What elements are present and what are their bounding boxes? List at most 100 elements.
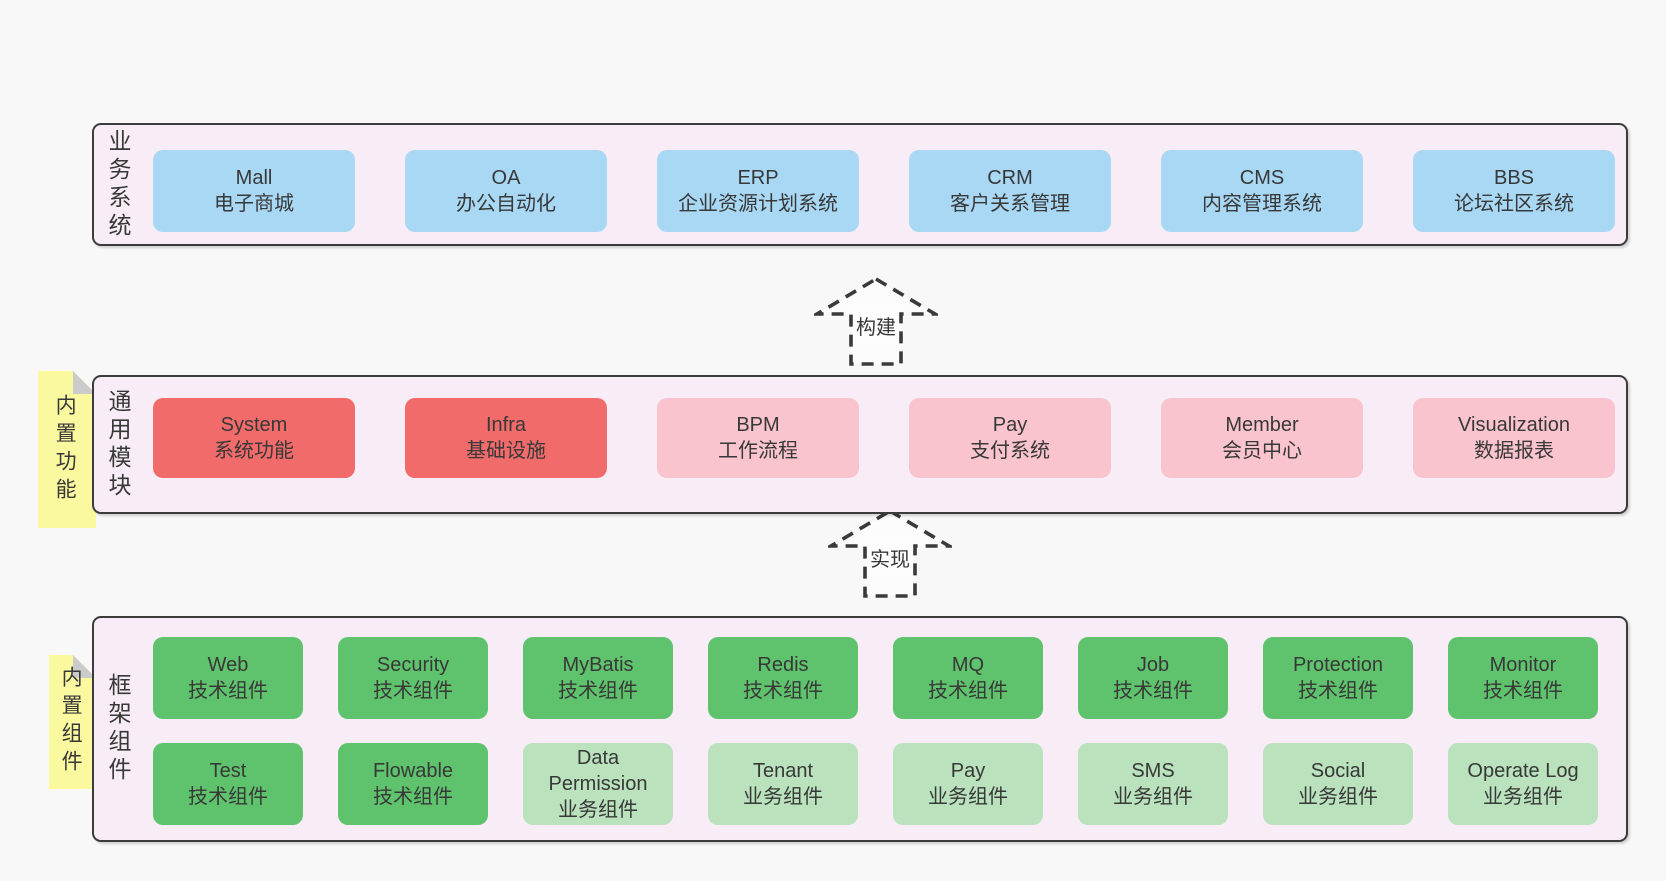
box-operate-log: Operate Log 业务组件 bbox=[1448, 743, 1598, 825]
box-tenant: Tenant 业务组件 bbox=[708, 743, 858, 825]
box-subtitle: 办公自动化 bbox=[456, 193, 556, 215]
box-test: Test 技术组件 bbox=[153, 743, 303, 825]
box-pay: Pay 业务组件 bbox=[893, 743, 1043, 825]
box-visualization: Visualization 数据报表 bbox=[1413, 398, 1615, 478]
box-title: Test bbox=[209, 760, 247, 782]
dashed-up-arrow-build: 构建 bbox=[814, 276, 938, 368]
box-subtitle: 会员中心 bbox=[1222, 440, 1302, 462]
box-bbs: BBS 论坛社区系统 bbox=[1413, 150, 1615, 232]
box-subtitle: 业务组件 bbox=[1113, 786, 1193, 808]
box-title: Protection bbox=[1292, 654, 1384, 676]
section-label: 通用模块 bbox=[105, 388, 131, 501]
box-title: Tenant bbox=[752, 760, 814, 782]
box-title: Infra bbox=[485, 414, 527, 436]
box-protection: Protection 技术组件 bbox=[1263, 637, 1413, 719]
section-label: 业务系统 bbox=[105, 128, 131, 241]
box-title: BBS bbox=[1493, 167, 1535, 189]
box-title: Mall bbox=[235, 167, 273, 189]
box-subtitle: 论坛社区系统 bbox=[1454, 193, 1574, 215]
box-subtitle: 技术组件 bbox=[743, 680, 823, 702]
box-subtitle: 企业资源计划系统 bbox=[678, 193, 838, 215]
box-subtitle: 支付系统 bbox=[970, 440, 1050, 462]
box-title: BPM bbox=[736, 414, 780, 436]
box-subtitle: 业务组件 bbox=[743, 786, 823, 808]
box-subtitle: 技术组件 bbox=[558, 680, 638, 702]
box-subtitle: 业务组件 bbox=[558, 799, 638, 821]
box-title: Job bbox=[1136, 654, 1170, 676]
box-subtitle: 基础设施 bbox=[466, 440, 546, 462]
box-title: MyBatis bbox=[562, 654, 634, 676]
box-mybatis: MyBatis 技术组件 bbox=[523, 637, 673, 719]
box-redis: Redis 技术组件 bbox=[708, 637, 858, 719]
box-title: Member bbox=[1225, 414, 1299, 436]
sticky-note-builtin-features: 内置功能 bbox=[38, 371, 96, 528]
box-title: Pay bbox=[992, 414, 1028, 436]
section-label: 框架组件 bbox=[105, 673, 131, 785]
box-member: Member 会员中心 bbox=[1161, 398, 1363, 478]
box-sms: SMS 业务组件 bbox=[1078, 743, 1228, 825]
box-title: Visualization bbox=[1458, 414, 1570, 436]
box-subtitle: 技术组件 bbox=[1113, 680, 1193, 702]
arrow-label: 实现 bbox=[867, 542, 913, 573]
box-security: Security 技术组件 bbox=[338, 637, 488, 719]
box-title: Redis bbox=[757, 654, 809, 676]
box-subtitle: 技术组件 bbox=[1298, 680, 1378, 702]
section-common-modules: 通用模块 System 系统功能 Infra 基础设施 BPM 工作流程 Pay 支付系统 Me… bbox=[92, 375, 1628, 514]
box-cms: CMS 内容管理系统 bbox=[1161, 150, 1363, 232]
box-title: Data Permission bbox=[548, 747, 648, 795]
box-infra: Infra 基础设施 bbox=[405, 398, 607, 478]
box-title: CRM bbox=[987, 167, 1033, 189]
box-subtitle: 技术组件 bbox=[928, 680, 1008, 702]
box-subtitle: 工作流程 bbox=[718, 440, 798, 462]
box-subtitle: 系统功能 bbox=[214, 440, 294, 462]
box-title: Operate Log bbox=[1467, 760, 1579, 782]
box-oa: OA 办公自动化 bbox=[405, 150, 607, 232]
box-subtitle: 技术组件 bbox=[1483, 680, 1563, 702]
note-label: 内置组件 bbox=[59, 666, 83, 778]
box-subtitle: 技术组件 bbox=[188, 680, 268, 702]
sticky-note-builtin-components: 内置组件 bbox=[49, 655, 96, 789]
box-subtitle: 内容管理系统 bbox=[1202, 193, 1322, 215]
box-subtitle: 电子商城 bbox=[214, 193, 294, 215]
box-subtitle: 数据报表 bbox=[1474, 440, 1554, 462]
box-subtitle: 业务组件 bbox=[928, 786, 1008, 808]
box-title: Social bbox=[1310, 760, 1366, 782]
box-subtitle: 业务组件 bbox=[1483, 786, 1563, 808]
box-mall: Mall 电子商城 bbox=[153, 150, 355, 232]
arrow-label: 构建 bbox=[853, 310, 899, 341]
box-title: OA bbox=[491, 167, 521, 189]
box-title: Pay bbox=[950, 760, 986, 782]
box-title: Monitor bbox=[1489, 654, 1557, 676]
box-title: Web bbox=[207, 654, 249, 676]
box-title: System bbox=[220, 414, 288, 436]
box-data-permission: Data Permission 业务组件 bbox=[523, 743, 673, 825]
box-title: CMS bbox=[1239, 167, 1285, 189]
box-crm: CRM 客户关系管理 bbox=[909, 150, 1111, 232]
box-title: SMS bbox=[1131, 760, 1175, 782]
box-social: Social 业务组件 bbox=[1263, 743, 1413, 825]
box-subtitle: 技术组件 bbox=[373, 786, 453, 808]
box-job: Job 技术组件 bbox=[1078, 637, 1228, 719]
box-subtitle: 客户关系管理 bbox=[950, 193, 1070, 215]
box-title: Security bbox=[376, 654, 450, 676]
box-title: MQ bbox=[951, 654, 985, 676]
box-subtitle: 业务组件 bbox=[1298, 786, 1378, 808]
box-flowable: Flowable 技术组件 bbox=[338, 743, 488, 825]
box-web: Web 技术组件 bbox=[153, 637, 303, 719]
box-bpm: BPM 工作流程 bbox=[657, 398, 859, 478]
box-pay: Pay 支付系统 bbox=[909, 398, 1111, 478]
box-monitor: Monitor 技术组件 bbox=[1448, 637, 1598, 719]
box-title: Flowable bbox=[372, 760, 454, 782]
box-mq: MQ 技术组件 bbox=[893, 637, 1043, 719]
note-label: 内置功能 bbox=[53, 393, 77, 506]
dashed-up-arrow-implement: 实现 bbox=[828, 508, 952, 600]
box-row: System 系统功能 Infra 基础设施 BPM 工作流程 Pay 支付系统 Member 会… bbox=[153, 398, 1615, 478]
box-subtitle: 技术组件 bbox=[373, 680, 453, 702]
box-subtitle: 技术组件 bbox=[188, 786, 268, 808]
